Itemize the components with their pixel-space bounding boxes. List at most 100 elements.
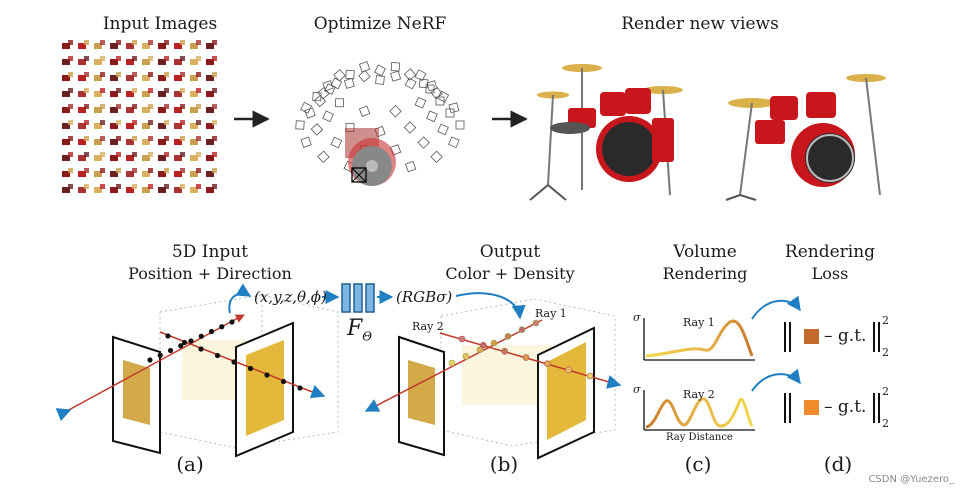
input-thumbnail <box>78 168 89 177</box>
input-thumbnail <box>142 56 153 65</box>
input-thumbnail <box>94 88 105 97</box>
input-thumbnail <box>158 104 169 113</box>
camera-frustum-icon <box>389 105 402 118</box>
input-thumbnail <box>190 168 201 177</box>
camera-frustum-icon <box>430 150 443 164</box>
camera-frustum-icon <box>313 94 327 108</box>
input-thumbnail <box>78 88 89 97</box>
input-thumbnail <box>206 120 217 129</box>
nerf-drum-preview <box>345 128 396 186</box>
input-thumbnail <box>94 104 105 113</box>
sample-point <box>462 353 470 360</box>
camera-frustum-icon <box>333 69 346 82</box>
input-thumbnail <box>110 40 121 49</box>
input-thumbnail <box>94 184 105 193</box>
input-thumbnail <box>174 184 185 193</box>
watermark: CSDN @Yuezero_ <box>868 474 954 485</box>
input-thumbnail <box>158 40 169 49</box>
panel-d-title: Rendering <box>784 242 876 262</box>
camera-frustum-icon <box>426 110 438 123</box>
input-thumbnail <box>62 104 73 113</box>
input-thumbnail <box>206 56 217 65</box>
camera-frustum-icon <box>312 91 322 102</box>
input-thumbnail <box>158 184 169 193</box>
input-thumbnail <box>110 88 121 97</box>
camera-frustum-icon <box>417 136 430 149</box>
camera-frustum-icon <box>304 107 316 119</box>
input-thumbnail <box>142 72 153 81</box>
input-thumbnail <box>190 136 201 145</box>
plot2-ray2-label: Ray 2 <box>683 388 715 401</box>
sample-point <box>157 352 163 358</box>
loss2-exp: 2 <box>882 385 889 398</box>
input-thumbnail <box>142 120 153 129</box>
input-thumbnail <box>94 40 105 49</box>
loss1-sub: 2 <box>882 346 889 359</box>
sample-point <box>247 365 254 372</box>
input-thumbnail <box>78 72 89 81</box>
camera-frustum-icon <box>437 123 449 136</box>
input-thumbnail <box>110 152 121 161</box>
camera-frustum-icon <box>390 70 402 82</box>
input-thumbnail <box>206 40 217 49</box>
sample-point <box>280 378 287 385</box>
input-thumbnail <box>190 40 201 49</box>
input-thumbnail <box>62 120 73 129</box>
input-thumbnail <box>174 152 185 161</box>
camera-frustum-icon <box>295 120 305 130</box>
input-thumbnail <box>126 88 137 97</box>
input-thumbnail <box>126 120 137 129</box>
panel-b-ray2-label: Ray 2 <box>412 320 444 333</box>
camera-frustum-icon <box>322 80 334 92</box>
sample-point <box>208 328 215 335</box>
input-thumbnail <box>174 104 185 113</box>
sample-point <box>165 333 171 339</box>
ray-line-a1 <box>64 317 239 413</box>
camera-frustum-icon <box>358 61 371 73</box>
input-thumbnail <box>190 56 201 65</box>
input-thumbnail <box>142 40 153 49</box>
loss1-gt: – g.t. <box>824 326 867 346</box>
camera-frustum-icon <box>414 69 427 82</box>
input-thumbnail <box>158 120 169 129</box>
input-thumbnail <box>78 56 89 65</box>
camera-frustum-icon <box>403 68 417 81</box>
input-images-grid <box>62 40 217 193</box>
panel-d-subtitle: Loss <box>811 264 849 283</box>
drum-kit-render-1 <box>529 64 683 201</box>
camera-frustum-icon <box>310 123 324 136</box>
input-thumbnail <box>190 184 201 193</box>
panel-c-label: (c) <box>684 452 712 476</box>
input-thumbnail <box>62 136 73 145</box>
sample-point <box>297 385 303 391</box>
camera-frustum-icon <box>317 86 330 100</box>
plot1-ray1-label: Ray 1 <box>683 316 715 329</box>
input-thumbnail <box>206 184 217 193</box>
input-thumbnail <box>94 152 105 161</box>
input-thumbnail <box>94 120 105 129</box>
input-thumbnail <box>174 40 185 49</box>
sample-point <box>167 347 174 354</box>
input-thumbnail <box>110 184 121 193</box>
sample-point <box>264 372 270 378</box>
input-thumbnail <box>126 136 137 145</box>
render-views-title: Render new views <box>621 14 779 34</box>
camera-frustum-icon <box>426 80 438 92</box>
input-thumbnail <box>158 136 169 145</box>
input-thumbnail <box>190 120 201 129</box>
sample-point <box>544 360 551 367</box>
panel-c-plots <box>643 318 755 431</box>
camera-frustum-icon <box>317 150 330 164</box>
camera-frustum-icon <box>334 98 345 108</box>
camera-frustum-icon <box>322 110 334 123</box>
panel-b-label: (b) <box>489 452 519 476</box>
input-thumbnail <box>142 168 153 177</box>
camera-frustum-icon <box>425 84 435 94</box>
sample-point <box>198 333 204 339</box>
drum-kit-render-2 <box>725 74 886 201</box>
panel-b-scene <box>364 292 622 460</box>
camera-frustum-icon <box>437 90 450 103</box>
input-thumbnail <box>78 152 89 161</box>
input-thumbnail <box>142 136 153 145</box>
camera-frustum-icon <box>455 120 465 130</box>
